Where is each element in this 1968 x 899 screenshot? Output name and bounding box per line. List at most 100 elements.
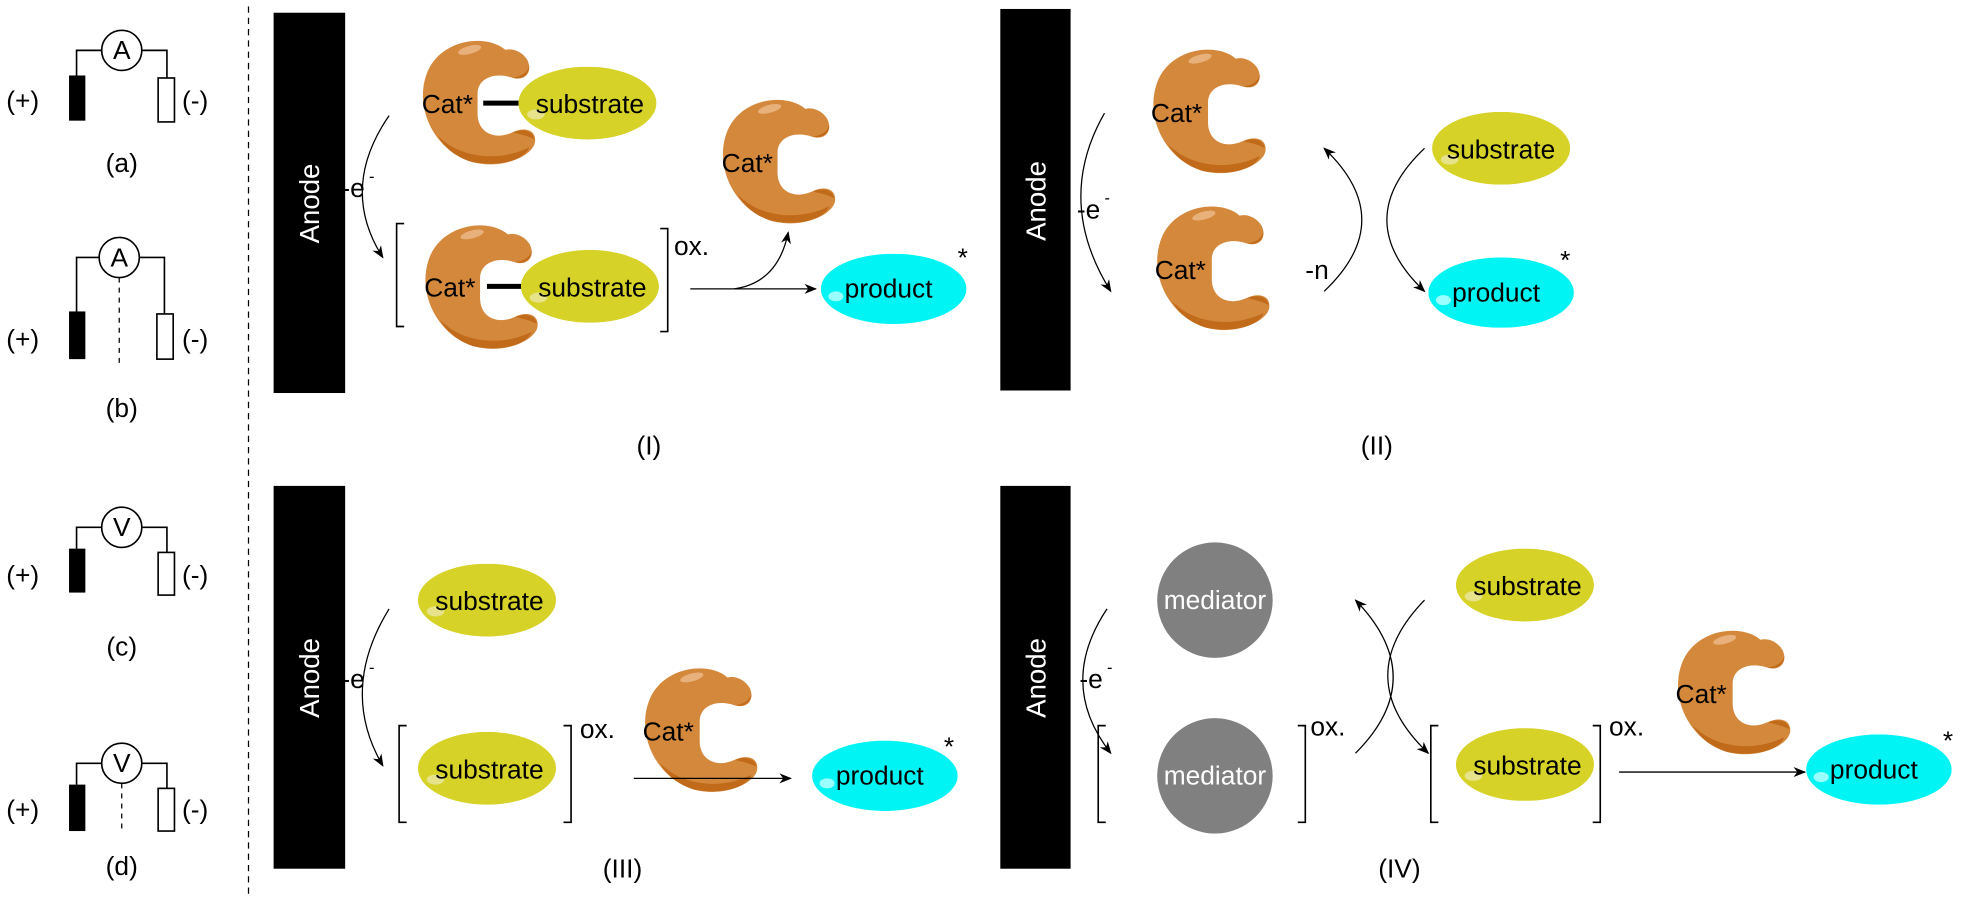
anode-electrode bbox=[1000, 8, 1071, 391]
meter-symbol: V bbox=[113, 748, 131, 778]
mediator-label: mediator bbox=[1164, 585, 1267, 615]
circuit-label: (a) bbox=[106, 148, 138, 178]
panel-label: (III) bbox=[603, 853, 643, 883]
oxidized-label: ox. bbox=[674, 231, 709, 261]
meter-symbol: A bbox=[110, 242, 128, 272]
circuit-a: A (+) (-) (a) bbox=[6, 29, 208, 178]
minus-label: (-) bbox=[182, 795, 208, 825]
electron-loss-label: -e bbox=[341, 173, 364, 203]
electron-loss-label: -e bbox=[1079, 664, 1102, 694]
bracket-left bbox=[398, 724, 407, 824]
product-star: * bbox=[958, 242, 968, 272]
positive-electrode bbox=[69, 548, 86, 593]
reduced-label: -n bbox=[1305, 255, 1328, 285]
substrate-label: substrate bbox=[435, 754, 543, 784]
anode-label: Anode bbox=[1021, 638, 1052, 718]
panel-IV: Anode mediator -e - mediator ox. substra… bbox=[1000, 485, 1953, 883]
product-star: * bbox=[1943, 725, 1953, 755]
substrate-label: substrate bbox=[536, 89, 644, 119]
substrate-label: substrate bbox=[1473, 571, 1581, 601]
meter-symbol: V bbox=[113, 512, 131, 542]
product-label: product bbox=[1830, 754, 1919, 784]
oxidation-arrow bbox=[1080, 112, 1112, 293]
superscript-minus: - bbox=[369, 659, 374, 677]
mediator-shape bbox=[1157, 718, 1273, 834]
negative-electrode bbox=[157, 551, 176, 596]
plus-label: (+) bbox=[6, 85, 39, 115]
anode-label: Anode bbox=[294, 164, 325, 244]
substrate-label: substrate bbox=[538, 272, 646, 302]
oxidation-arrow bbox=[361, 115, 390, 259]
circuit-label: (b) bbox=[106, 393, 138, 423]
anode-electrode bbox=[1000, 485, 1071, 869]
oxidized-label: ox. bbox=[580, 714, 615, 744]
panel-II: Anode Cat* Cat* -n -e - substrate produc… bbox=[1000, 8, 1574, 461]
circuit-label: (d) bbox=[106, 851, 138, 881]
catalyst-label: Cat* bbox=[424, 272, 475, 302]
superscript-minus: - bbox=[369, 168, 374, 186]
bracket-left bbox=[1097, 724, 1106, 824]
circuit-b: A (+) (-) (b) bbox=[6, 236, 208, 423]
negative-electrode bbox=[157, 787, 176, 832]
plus-label: (+) bbox=[6, 560, 39, 590]
panel-I: Anode Cat* substrate -e - Cat* substrate… bbox=[273, 12, 968, 461]
bracket-right bbox=[1592, 724, 1602, 824]
negative-electrode bbox=[156, 313, 175, 360]
panel-label: (II) bbox=[1361, 431, 1393, 461]
product-label: product bbox=[845, 274, 934, 304]
panel-label: (I) bbox=[636, 431, 661, 461]
mediator-shape bbox=[1157, 542, 1273, 658]
substrate-label: substrate bbox=[1473, 751, 1581, 781]
bracket-right bbox=[1297, 724, 1307, 824]
ammeter-icon bbox=[100, 29, 143, 72]
plus-label: (+) bbox=[6, 324, 39, 354]
catalyst-label: Cat* bbox=[1155, 255, 1206, 285]
circuit-c: V (+) (-) (c) bbox=[6, 506, 208, 661]
bracket-right bbox=[563, 724, 572, 824]
conversion-arrow bbox=[1386, 147, 1426, 293]
product-label: product bbox=[1452, 277, 1541, 307]
circuit-label: (c) bbox=[106, 631, 137, 661]
positive-electrode bbox=[69, 75, 86, 121]
superscript-minus: - bbox=[1107, 659, 1112, 677]
mediator-label: mediator bbox=[1164, 761, 1267, 791]
negative-electrode bbox=[157, 77, 176, 123]
electron-loss-label: -e bbox=[1077, 195, 1100, 225]
bracket-right bbox=[660, 227, 669, 333]
catalyst-label: Cat* bbox=[422, 89, 473, 119]
minus-label: (-) bbox=[182, 324, 208, 354]
plus-label: (+) bbox=[6, 795, 39, 825]
superscript-minus: - bbox=[1104, 189, 1109, 207]
catalyst-label: Cat* bbox=[1676, 679, 1727, 709]
product-star: * bbox=[1560, 245, 1570, 275]
catalyst-release-arrow bbox=[734, 231, 791, 290]
regeneration-arrow bbox=[1323, 147, 1363, 292]
panel-III: Anode substrate -e - substrate ox. Cat* … bbox=[273, 485, 958, 883]
regeneration-arrow bbox=[1354, 599, 1394, 754]
substrate-label: substrate bbox=[1447, 134, 1555, 164]
voltmeter-icon bbox=[100, 506, 143, 549]
bracket-left bbox=[1430, 724, 1439, 824]
substrate-label: substrate bbox=[435, 586, 543, 616]
oxidation-arrow bbox=[1082, 608, 1112, 755]
circuit-d: V (+) (-) (d) bbox=[6, 742, 208, 881]
oxidized-label: ox. bbox=[1310, 712, 1345, 742]
electron-loss-label: -e bbox=[341, 664, 364, 694]
oxidation-arrow bbox=[361, 608, 390, 767]
meter-symbol: A bbox=[113, 35, 131, 65]
anode-label: Anode bbox=[294, 638, 325, 718]
catalyst-label: Cat* bbox=[1151, 98, 1202, 128]
oxidized-label: ox. bbox=[1609, 712, 1644, 742]
panel-label: (IV) bbox=[1378, 853, 1420, 883]
anode-electrode bbox=[273, 12, 346, 394]
catalyst-label: Cat* bbox=[722, 148, 773, 178]
anode-electrode bbox=[273, 485, 346, 869]
bracket-left bbox=[395, 222, 405, 328]
conversion-arrow bbox=[1387, 599, 1430, 755]
anode-label: Anode bbox=[1021, 161, 1052, 241]
minus-label: (-) bbox=[182, 560, 208, 590]
positive-electrode bbox=[69, 784, 86, 832]
catalyst-label: Cat* bbox=[643, 717, 694, 747]
minus-label: (-) bbox=[182, 85, 208, 115]
